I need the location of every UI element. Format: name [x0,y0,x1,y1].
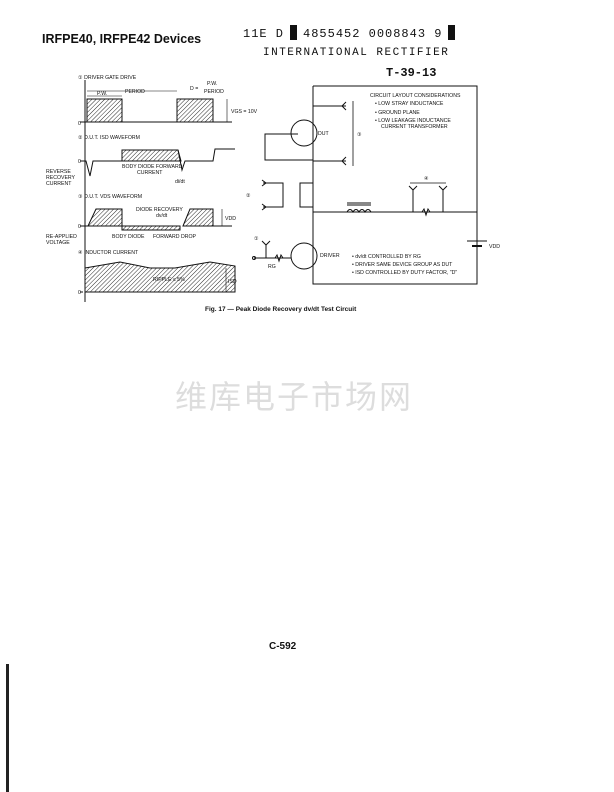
binding-edge [6,664,9,792]
code-left: 11E D [243,27,285,41]
body-diode-current [121,149,182,162]
svg-text:PERIOD: PERIOD [125,89,145,95]
svg-text:• DRIVER SAME DEVICE GROUP AS: • DRIVER SAME DEVICE GROUP AS DUT [352,262,453,268]
shunt-resistor [421,207,431,217]
vds-pulse-2 [182,208,214,227]
svg-text:③ D.U.T. VDS WAVEFORM: ③ D.U.T. VDS WAVEFORM [78,194,142,200]
svg-text:0: 0 [78,224,81,230]
doc-code: T-39-13 [386,66,437,80]
svg-text:dv/dt: dv/dt [156,213,168,219]
bar-mark [448,25,456,40]
svg-text:DIODE RECOVERY: DIODE RECOVERY [136,207,183,213]
svg-text:④ INDUCTOR CURRENT: ④ INDUCTOR CURRENT [78,250,139,256]
manufacturer: INTERNATIONAL RECTIFIER [263,47,450,59]
svg-text:FORWARD DROP: FORWARD DROP [153,234,196,240]
svg-text:REVERSE: REVERSE [46,169,71,175]
svg-text:ISD: ISD [228,279,237,285]
watermark: 维库电子市场网 [175,378,414,416]
circuit-loop [312,85,478,285]
svg-text:D =: D = [190,86,198,92]
svg-text:④: ④ [424,176,429,182]
driver-mosfet [290,242,318,270]
waveform-labels: ① DRIVER GATE DRIVE PERIOD P.W. D = P.W.… [46,75,258,296]
svg-text:①: ① [254,236,259,242]
circuit [252,85,487,285]
svg-text:P.W.: P.W. [97,91,107,97]
svg-text:VDD: VDD [489,244,500,250]
svg-text:DRIVER: DRIVER [320,253,340,259]
catalog-code: 11E D 4855452 0008843 9 [243,25,461,41]
svg-text:VOLTAGE: VOLTAGE [46,240,70,246]
svg-text:• ISD CONTROLLED BY DUTY FACTO: • ISD CONTROLLED BY DUTY FACTOR, "D" [352,270,457,276]
page-number: C-592 [269,641,297,652]
svg-text:• LOW LEAKAGE INDUCTANCE: • LOW LEAKAGE INDUCTANCE [375,118,451,124]
code-right: 4855452 0008843 9 [303,27,443,41]
waveforms [80,80,236,302]
figure-caption: Fig. 17 — Peak Diode Recovery dv/dt Test… [205,306,357,313]
svg-text:P.W.: P.W. [207,81,217,87]
gate-pulse-2 [176,98,214,123]
svg-text:• GROUND PLANE: • GROUND PLANE [375,110,420,116]
rg-resistor [274,253,284,263]
svg-text:PERIOD: PERIOD [204,89,224,95]
svg-text:• LOW STRAY INDUCTANCE: • LOW STRAY INDUCTANCE [375,101,444,107]
svg-text:DUT: DUT [318,131,329,137]
svg-text:CURRENT: CURRENT [137,170,163,176]
svg-text:RG: RG [268,264,276,270]
circuit-labels: CIRCUIT LAYOUT CONSIDERATIONS • LOW STRA… [246,93,500,276]
test-circuit-figure: ① DRIVER GATE DRIVE PERIOD P.W. D = P.W.… [46,75,500,313]
svg-text:0: 0 [78,290,81,296]
dut-mosfet [290,119,318,147]
svg-text:③: ③ [357,132,362,138]
svg-text:② D.U.T. ISD WAVEFORM: ② D.U.T. ISD WAVEFORM [78,135,140,141]
svg-text:BODY DIODE: BODY DIODE [112,234,145,240]
page-title: IRFPE40, IRFPE42 Devices [42,32,202,46]
svg-text:0: 0 [78,159,81,165]
svg-text:CURRENT TRANSFORMER: CURRENT TRANSFORMER [381,124,448,130]
inductor [346,209,372,213]
svg-text:di/dt: di/dt [175,179,185,185]
svg-text:BODY DIODE FORWARD: BODY DIODE FORWARD [122,164,183,170]
svg-text:②: ② [246,193,251,199]
svg-text:RE-APPLIED: RE-APPLIED [46,234,77,240]
svg-text:① DRIVER GATE DRIVE: ① DRIVER GATE DRIVE [78,75,137,81]
svg-text:VGS = 10V: VGS = 10V [231,109,258,115]
svg-text:VDD: VDD [225,216,236,222]
svg-text:0: 0 [78,121,81,127]
bar-mark [290,25,298,40]
svg-text:CIRCUIT LAYOUT CONSIDERATIONS: CIRCUIT LAYOUT CONSIDERATIONS [370,93,461,99]
svg-text:CURRENT: CURRENT [46,181,72,187]
vds-pulse-1 [87,208,123,227]
gate-pulse-1 [86,98,123,123]
svg-text:RECOVERY: RECOVERY [46,175,76,181]
svg-text:RIPPLE ≤ 5%: RIPPLE ≤ 5% [153,277,185,283]
current-transformer [299,182,314,208]
svg-text:• dv/dt CONTROLLED BY RG: • dv/dt CONTROLLED BY RG [352,254,421,260]
